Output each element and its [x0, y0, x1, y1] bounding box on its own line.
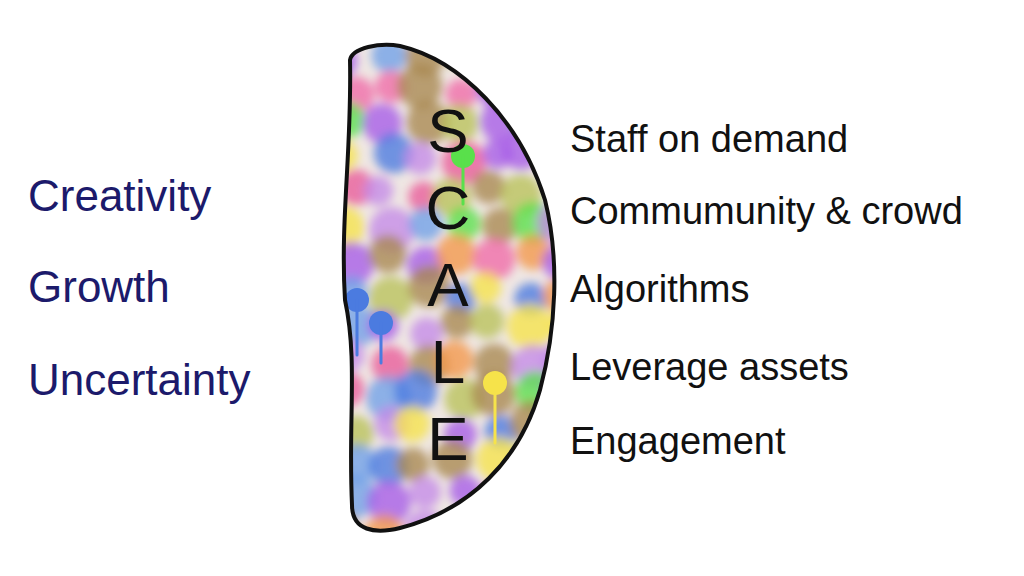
list-item: Algorithms [570, 269, 750, 311]
list-item: Staff on demand [570, 119, 848, 161]
theme-word: Creativity [28, 172, 211, 220]
theme-word: Uncertainty [28, 356, 251, 404]
list-item: Commumunity & crowd [570, 191, 963, 233]
list-item: Engagement [570, 421, 786, 463]
paint-blob: SCALE [335, 38, 565, 538]
vertical-word: SCALE [417, 92, 479, 477]
list-item: Leverage assets [570, 347, 849, 389]
theme-word: Growth [28, 263, 170, 311]
